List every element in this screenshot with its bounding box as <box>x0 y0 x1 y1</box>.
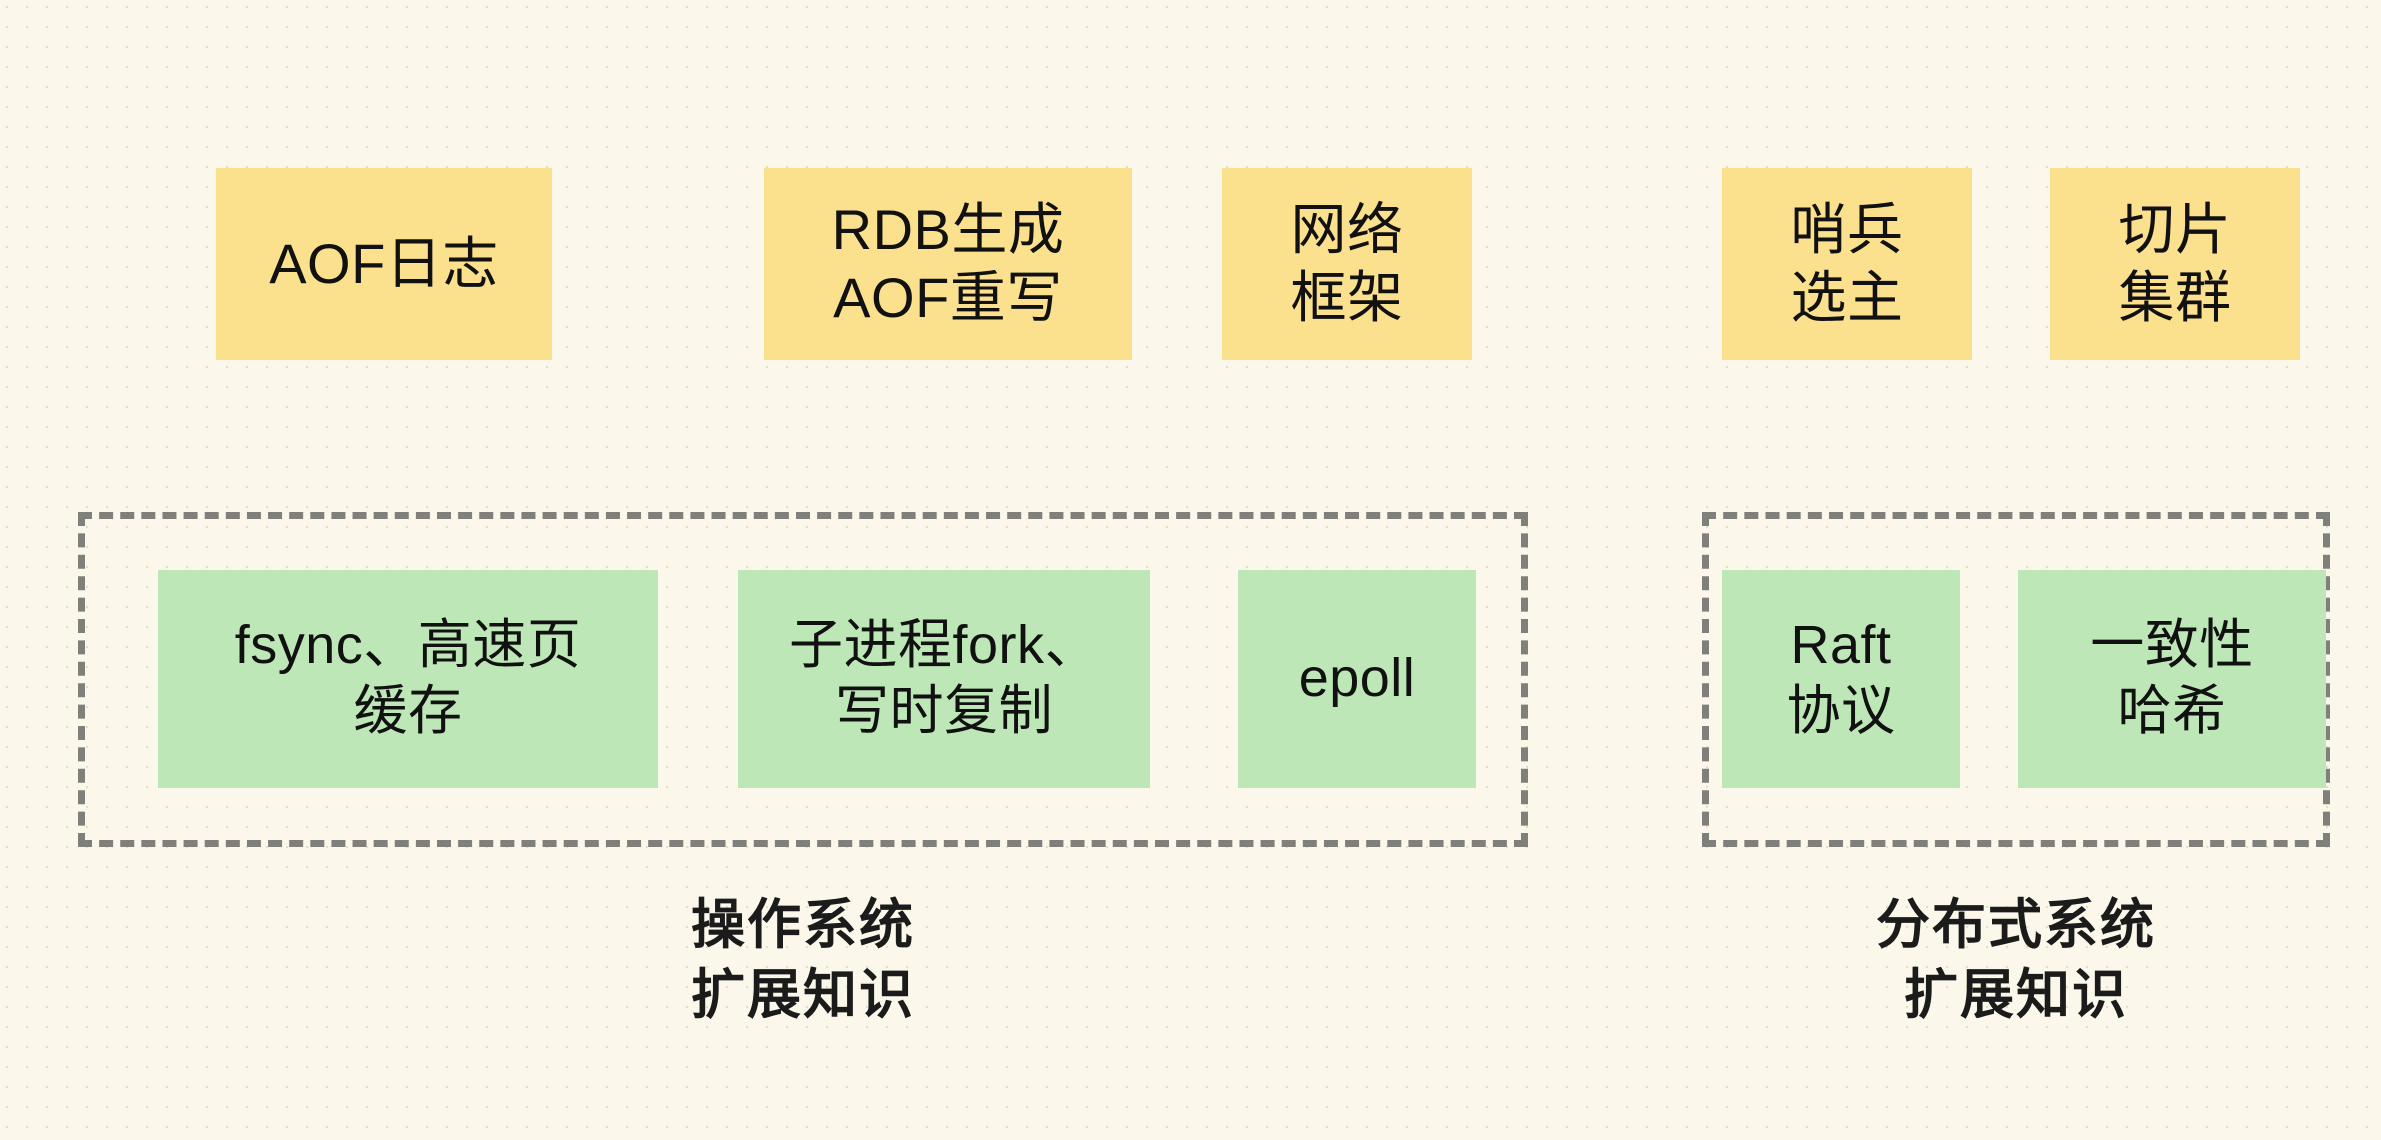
feature-card-shard-cluster[interactable]: 切片 集群 <box>2050 168 2300 360</box>
feature-card-network-framework[interactable]: 网络 框架 <box>1222 168 1472 360</box>
concept-card-epoll[interactable]: epoll <box>1238 570 1476 788</box>
feature-card-rdb-aof-rewrite[interactable]: RDB生成 AOF重写 <box>764 168 1132 360</box>
feature-card-sentinel-election[interactable]: 哨兵 选主 <box>1722 168 1972 360</box>
concept-card-fsync-page-cache[interactable]: fsync、高速页 缓存 <box>158 570 658 788</box>
group-caption-distributed-knowledge: 分布式系统 扩展知识 <box>1876 893 2156 1027</box>
concept-card-raft-protocol[interactable]: Raft 协议 <box>1722 570 1960 788</box>
feature-card-aof-log[interactable]: AOF日志 <box>216 168 552 360</box>
concept-card-consistent-hash[interactable]: 一致性 哈希 <box>2018 570 2326 788</box>
concept-card-fork-cow[interactable]: 子进程fork、 写时复制 <box>738 570 1150 788</box>
group-caption-os-knowledge: 操作系统 扩展知识 <box>691 893 915 1027</box>
group-frame-os-knowledge <box>78 512 1528 847</box>
group-frame-distributed-knowledge <box>1702 512 2330 847</box>
